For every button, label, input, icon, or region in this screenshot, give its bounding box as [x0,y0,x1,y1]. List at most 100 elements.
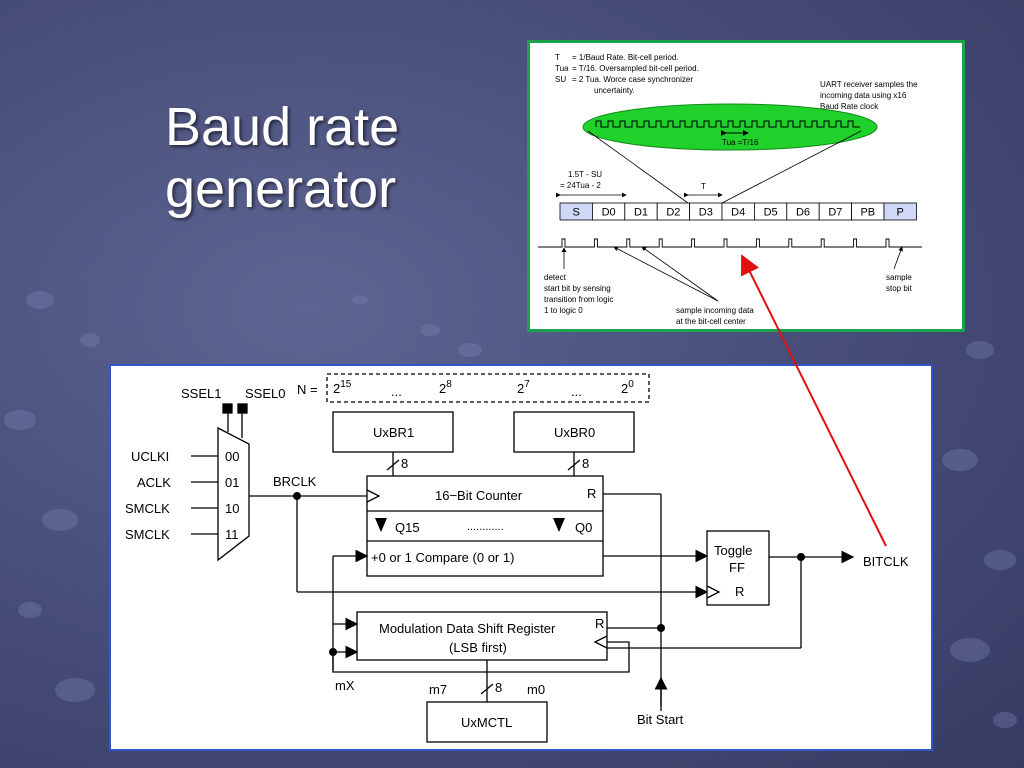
ssel1-pin [222,403,233,414]
ssel0-label: SSEL0 [245,386,285,401]
n-bit7: 27 [517,379,530,396]
junction-reset [657,624,665,632]
t-label: T [701,182,706,191]
counter-reset-label: R [587,486,596,501]
def-key-su: SU [555,75,566,84]
x16-clock-waveform [595,120,860,128]
q0-arrow [553,518,565,532]
m0-label: m0 [527,682,545,697]
n-bit15: 215 [333,379,352,396]
ssel0-pin [237,403,248,414]
uxbr1-label: UxBR1 [373,425,414,440]
n-divider-box [326,373,650,403]
input-aclk: ACLK [137,475,171,490]
def-val-t: = 1/Baud Rate. Bit-cell period. [572,53,679,62]
junction-bitclk [797,553,805,561]
q15-arrow [375,518,387,532]
def-val-tua: = T/16. Oversampled bit-cell period. [572,64,699,73]
def-val-su: = 2 Tua. Worce case synchronizer [572,75,693,84]
uart-timing-panel: T = 1/Baud Rate. Bit-cell period. Tua = … [527,40,965,332]
frame-bit-label: D7 [828,207,842,219]
frame-bit-label: D4 [731,207,745,219]
frame-bit-label: D5 [764,207,778,219]
frame-bit-label: D6 [796,207,810,219]
junction-mx [329,648,337,656]
uart-timing-diagram: T = 1/Baud Rate. Bit-cell period. Tua = … [538,53,922,326]
bus-width-1: 8 [401,456,408,471]
slide-title-line2: generator [165,159,397,219]
receiver-note-3: Baud Rate clock [820,102,879,111]
receiver-note-1: UART receiver samples the [820,80,918,89]
brg-block-panel: SSEL1 SSEL0 N = 215 ... 28 27 ... 20 UCL… [109,364,933,751]
frame-bit-label: D3 [699,207,713,219]
frame-bit-label: D1 [634,207,648,219]
def-key-tua: Tua [555,64,569,73]
q-dots: ............ [467,521,504,533]
n-bit0: 20 [621,379,634,396]
mux-code-11: 11 [225,527,239,542]
compare-label: +0 or 1 Compare (0 or 1) [371,550,514,565]
bus-width-0: 8 [582,456,589,471]
zoom-line-left [587,130,689,204]
uxmctl-label: UxMCTL [461,715,512,730]
n-dots2: ... [571,384,582,399]
brclk-label: BRCLK [273,474,317,489]
mx-label: mX [335,678,355,693]
mod-label-2: (LSB first) [449,640,507,655]
sample-arrow-2 [641,246,719,302]
detect-note-4: 1 to logic 0 [544,306,583,315]
receiver-note-2: incoming data using x16 [820,91,907,100]
sample-note-2: at the bit-cell center [676,317,746,326]
mux-code-00: 00 [225,449,239,464]
detect-note-1: detect [544,273,567,282]
frame-bit-label: S [573,207,580,219]
n-label: N = [297,382,318,397]
mod-label-1: Modulation Data Shift Register [379,621,556,636]
bus-width-m: 8 [495,680,502,695]
toggle-label-2: FF [729,560,745,575]
clock-mux [217,426,250,562]
offset-label-1: 1.5T - SU [568,170,602,179]
frame-cell [883,202,917,221]
bit-start-label: Bit Start [637,712,684,727]
sample-pulses [538,238,922,248]
def-cont: uncertainty. [594,86,635,95]
toggle-ff [706,530,770,606]
sample-note-1: sample incoming data [676,306,754,315]
frame-bit-label: PB [860,207,875,219]
counter-label: 16−Bit Counter [435,488,523,503]
stop-note-2: stop bit [886,284,913,293]
input-smclk-2: SMCLK [125,527,170,542]
def-key-t: T [555,53,560,62]
oversample-ellipse [582,103,878,151]
uxbr0-label: UxBR0 [554,425,595,440]
offset-label-2: = 24Tua - 2 [560,181,601,190]
n-dots1: ... [391,384,402,399]
input-uclki: UCLKI [131,449,169,464]
detect-note-2: start bit by sensing [544,284,611,293]
brg-block-diagram: SSEL1 SSEL0 N = 215 ... 28 27 ... 20 UCL… [125,373,909,743]
toggle-label-1: Toggle [714,543,752,558]
tua-label: Tua =T/16 [722,138,759,147]
frame-bit-label: P [897,207,904,219]
m7-label: m7 [429,682,447,697]
frame-bit-label: D0 [602,207,616,219]
bitclk-label: BITCLK [863,554,909,569]
zoom-line-right [721,130,862,204]
n-bit8: 28 [439,379,452,396]
input-smclk-1: SMCLK [125,501,170,516]
counter-compare-block [366,475,604,577]
stop-arrow [893,246,903,270]
detect-note-3: transition from logic [544,295,613,304]
ssel1-label: SSEL1 [181,386,221,401]
mux-code-10: 10 [225,501,239,516]
q0-label: Q0 [575,520,592,535]
slide-title: Baud rate generator [165,96,485,220]
q15-label: Q15 [395,520,420,535]
mod-reset-label: R [595,616,604,631]
slide-title-line1: Baud rate [165,97,400,157]
mux-code-01: 01 [225,475,239,490]
sample-arrow-1 [613,246,719,302]
